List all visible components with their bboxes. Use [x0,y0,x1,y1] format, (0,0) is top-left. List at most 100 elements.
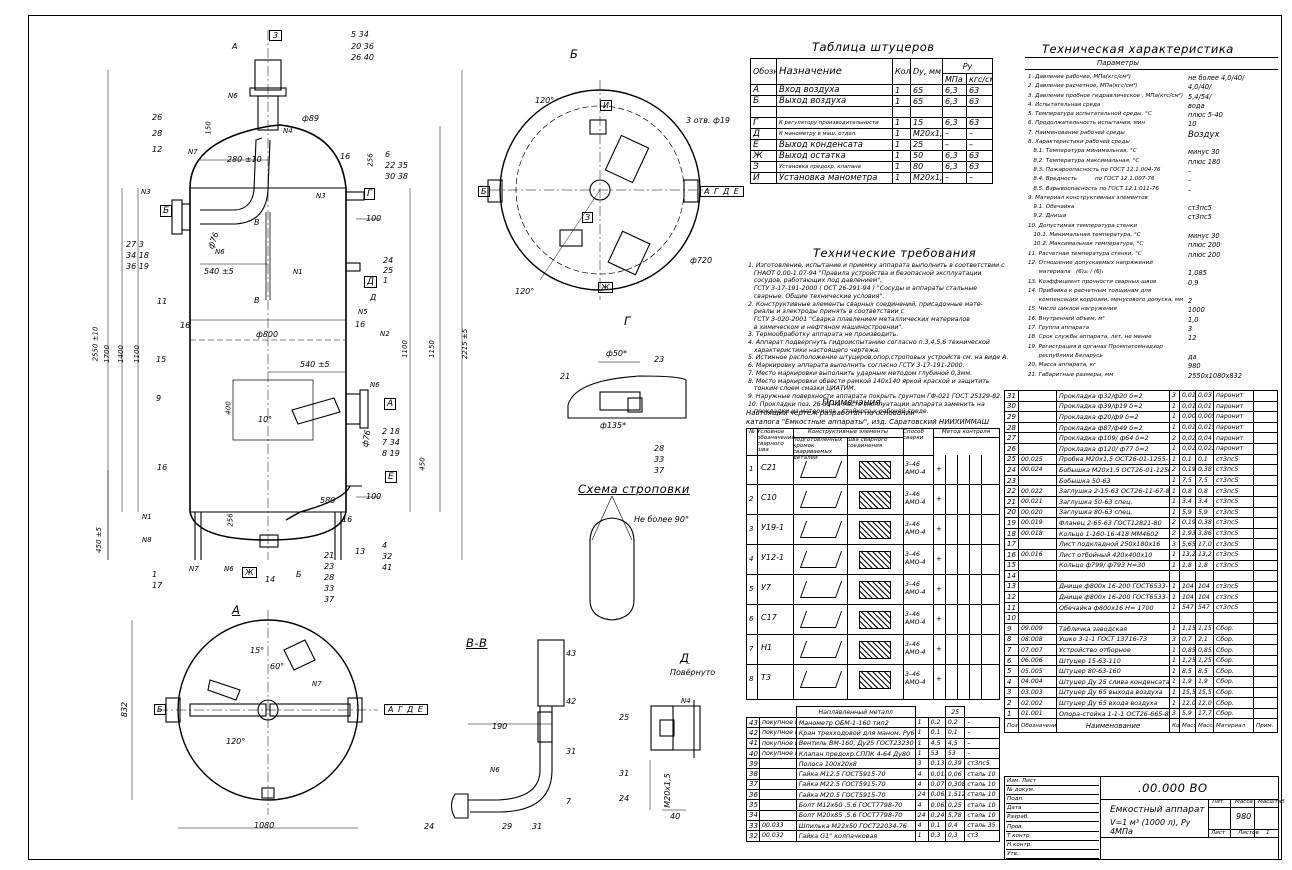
bought-cell: Гайка М20.5 ГОСТ5915-70 [795,789,916,801]
spec-cell: 9 [1004,623,1019,635]
tech-char-row: 7. Наименование рабочей среды Воздух [1028,129,1278,140]
tech-char-value: 5,4/54/ [1188,92,1212,101]
spec-cell: ст3пс5 [1213,580,1254,593]
spec-cell [1018,612,1057,625]
spec-cell: 00.024 [1018,464,1057,476]
nozzle-header-1: Назначение [776,58,893,85]
nozzle-cell: 63 [966,95,993,107]
dim-280: 280 ±10 [227,155,262,164]
weld-edge-sketch [799,611,843,628]
spec-cell: 1 [1169,421,1180,434]
nozzle-cell: 63 [966,84,993,96]
spec-cell [1253,633,1278,646]
dim-400: 400 [224,401,233,415]
spec-cell [1253,654,1278,667]
stamp-lit-label: Лит. [1212,799,1225,805]
weld-subheader-1: шва сварного соединения [847,437,904,456]
spec-cell: 00.019 [1018,517,1057,529]
bought-cell: 4 [914,819,929,832]
spec-cell: 0,015 [1179,421,1196,434]
drawing-frame [28,15,1282,860]
nozzle-cell: 6,3 [942,116,967,129]
bought-cell: 53 [944,747,966,760]
bought-cell: 00.032 [758,830,797,842]
spec-cell [1253,591,1278,603]
nozzle-cell: М20х1,5 [910,127,943,140]
marker-n7: N7 [188,148,198,156]
bought-cell: 0,3 [927,830,946,842]
spec-cell [1253,623,1278,635]
spec-cell: 0,02 [1179,432,1196,444]
spec-cell [1169,570,1180,582]
weld-seam-sketch [859,491,891,509]
view-g-geometry [567,361,687,419]
spec-cell: 7,5 [1179,474,1196,487]
bought-cell: 0,308 [944,778,966,791]
nozzle-cell: Выход остатка [776,149,893,162]
spec-cell: паронит [1213,432,1254,444]
tech-char-row: 3. Давление пробное гидравлическое , МПа… [1028,93,1278,102]
nozzle-tag-zh: Ж [242,567,257,578]
spec-cell [1056,570,1170,582]
spec-cell: 07.007 [1018,644,1057,656]
spec-cell: 0,022 [1179,442,1196,455]
stamp-sheet-label: Лист [1211,830,1226,836]
spec-cell: 00.025 [1018,453,1057,466]
spec-cell: ст3пс5 [1213,548,1254,561]
bought-cell: 0,4 [944,819,966,832]
nozzle-cell: Е [750,138,777,151]
tech-char-value: 1,0 [1188,315,1199,324]
bought-cell: Гайка М22.5 ГОСТ5915-70 [795,778,916,791]
bought-cell: 0,13 [927,758,946,770]
nozzle-cell: – [942,127,967,140]
spec-cell: Штуцер Ду 65 входа воздуха [1056,697,1170,709]
bought-cell: 3 [914,758,929,770]
spec-cell [1253,400,1278,413]
weld-check: + [936,645,942,653]
spec-cell: Кольцо 1-160-16-418 ММ4602 [1056,527,1170,540]
spec-footer-2: Наименование [1056,718,1170,734]
spec-cell: 26 [1004,442,1019,455]
tech-char-param: материала (6)₂₀ / (6)ₜ [1028,269,1104,276]
spec-cell: Опора-стойка 1-1-1 ОСТ26-665-83 [1056,707,1170,720]
tech-char-value: минус 30 [1188,232,1220,241]
weld-check: + [936,465,942,473]
nozzle-cell: 63 [966,160,993,173]
nozzle-cell: 65 [910,84,943,96]
spec-cell: 20 [1004,506,1019,519]
spec-cell: 0,85 [1195,644,1214,656]
spec-cell: 3 [1169,633,1180,646]
bought-title: Наплавленный металл [795,706,916,718]
tech-char-value: Воздух [1188,129,1220,140]
spec-cell: 0,85 [1179,644,1196,656]
spec-cell: Сбор. [1213,644,1254,656]
bought-cell: 34 [746,809,760,821]
spec-cell: 7,5 [1195,474,1214,487]
spec-cell [1018,591,1057,603]
dim-256-top: 256 [366,153,375,167]
spec-cell: 27 [1004,432,1019,444]
spec-cell: Прокладка ф120/ ф77 δ=2 [1056,442,1170,455]
callout-32: 32 [382,552,393,561]
callout-12: 12 [152,145,163,154]
spec-cell: 22 [1004,485,1019,497]
bought-cell: 0,39 [944,758,966,770]
weld-subheader-0: подготовленных кромок свариваемых детале… [793,437,848,461]
spec-cell: 00.016 [1018,548,1057,561]
sling-title: Схема строповки [578,482,690,496]
bought-cell: 0,25 [944,799,966,811]
tech-char-param: 7. Наименование рабочей среды [1028,129,1125,136]
nozzle-cell: Установка предохр. клапана [776,160,893,173]
nozzle-cell: 6,3 [942,95,967,107]
spec-cell: 0,8 [1195,485,1214,497]
weld-edge-sketch [799,521,843,538]
bought-cell: 4 [914,799,929,811]
weld-header-1: Условное обозначение сварного шва [757,429,795,456]
spec-cell: 2,1 [1195,633,1214,646]
stamp-scale-label: Масштаб [1258,799,1285,805]
